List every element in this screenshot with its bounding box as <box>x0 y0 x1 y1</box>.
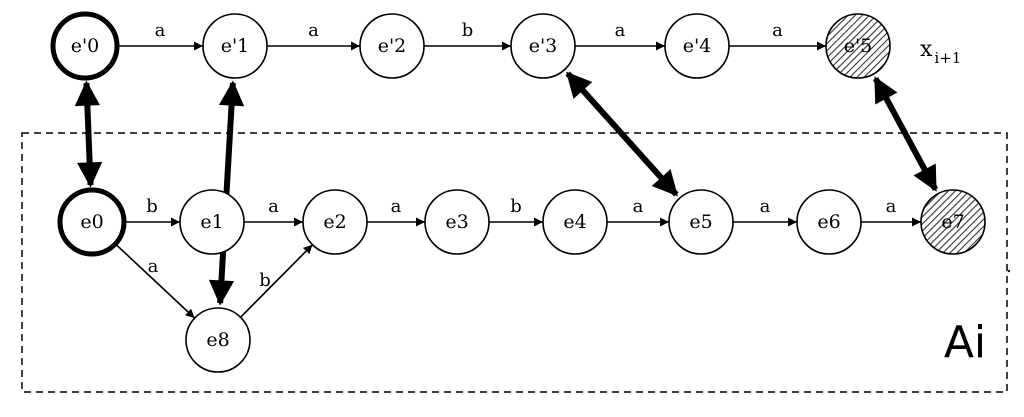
correspondence-arrows <box>74 71 939 306</box>
state-label: e2 <box>323 211 346 233</box>
transition-label: b <box>510 196 522 217</box>
initial-state-circle <box>57 187 127 257</box>
transition-label: b <box>146 196 158 217</box>
transition-label: a <box>760 196 771 217</box>
transition-label: b <box>462 20 474 41</box>
initial-state-circle <box>50 11 120 81</box>
transition-label: a <box>308 20 319 41</box>
state-circle <box>202 13 268 79</box>
state-e8: e8 <box>185 307 251 373</box>
transition-edges: a a b a a b a a b a a a a b <box>114 20 921 319</box>
final-state-circle <box>825 13 891 79</box>
transition-label: a <box>391 196 402 217</box>
state-label: e8 <box>206 329 229 351</box>
state-e3: e3 <box>424 189 490 255</box>
state-circle <box>542 189 608 255</box>
automaton-ai-label: Ai <box>944 317 986 368</box>
state-circle <box>668 189 734 255</box>
state-e0: e0 <box>57 187 127 257</box>
state-label: e7 <box>941 211 964 233</box>
state-e2: e2 <box>302 189 368 255</box>
state-circle <box>424 189 490 255</box>
state-ep2: e'2 <box>359 13 425 79</box>
state-circle <box>796 189 862 255</box>
transition-label: a <box>633 196 644 217</box>
state-label: e3 <box>445 211 468 233</box>
state-e6: e6 <box>796 189 862 255</box>
transition-label: a <box>268 196 279 217</box>
state-ep4: e'4 <box>664 13 730 79</box>
state-circle <box>179 189 245 255</box>
transition-label: a <box>772 20 783 41</box>
state-e7: e7 <box>920 189 986 255</box>
correspondence-ep3-e5 <box>565 71 679 197</box>
transition-e8-e2 <box>239 244 314 318</box>
correspondence-ep5-e7 <box>872 76 939 192</box>
state-label: e1 <box>200 211 223 233</box>
state-label: e'4 <box>683 35 712 57</box>
correspondence-ep0-e0 <box>74 80 103 188</box>
state-label: e'1 <box>221 35 250 57</box>
final-state-circle <box>920 189 986 255</box>
transition-e0-e8 <box>114 243 196 319</box>
state-label: e'0 <box>71 35 100 57</box>
state-circle <box>359 13 425 79</box>
transition-label: a <box>155 20 166 41</box>
transition-label: a <box>148 256 159 277</box>
transition-label: b <box>259 270 271 291</box>
state-circle <box>664 13 730 79</box>
state-label: e'2 <box>378 35 407 57</box>
state-ep3: e'3 <box>510 13 576 79</box>
transition-label: a <box>615 20 626 41</box>
automaton-ai-boundary <box>21 132 1008 393</box>
automaton-states: e'0 e'1 e'2 e'3 e'4 e'5 e0 e1 e2 e3 e4 e5 e6 e7 e8 <box>50 11 986 373</box>
transition-label: a <box>886 196 897 217</box>
state-label: e4 <box>563 211 586 233</box>
state-e5: e5 <box>668 189 734 255</box>
state-ep0: e'0 <box>50 11 120 81</box>
state-label: e'3 <box>529 35 558 57</box>
state-label: e5 <box>689 211 712 233</box>
trailing-mark: . <box>1006 256 1012 277</box>
state-label: e0 <box>80 211 103 233</box>
state-circle <box>185 307 251 373</box>
state-e1: e1 <box>179 189 245 255</box>
state-label: e6 <box>817 211 840 233</box>
state-circle <box>510 13 576 79</box>
state-circle <box>302 189 368 255</box>
state-e4: e4 <box>542 189 608 255</box>
state-ep1: e'1 <box>202 13 268 79</box>
state-ep5: e'5 <box>825 13 891 79</box>
state-label: e'5 <box>844 35 873 57</box>
